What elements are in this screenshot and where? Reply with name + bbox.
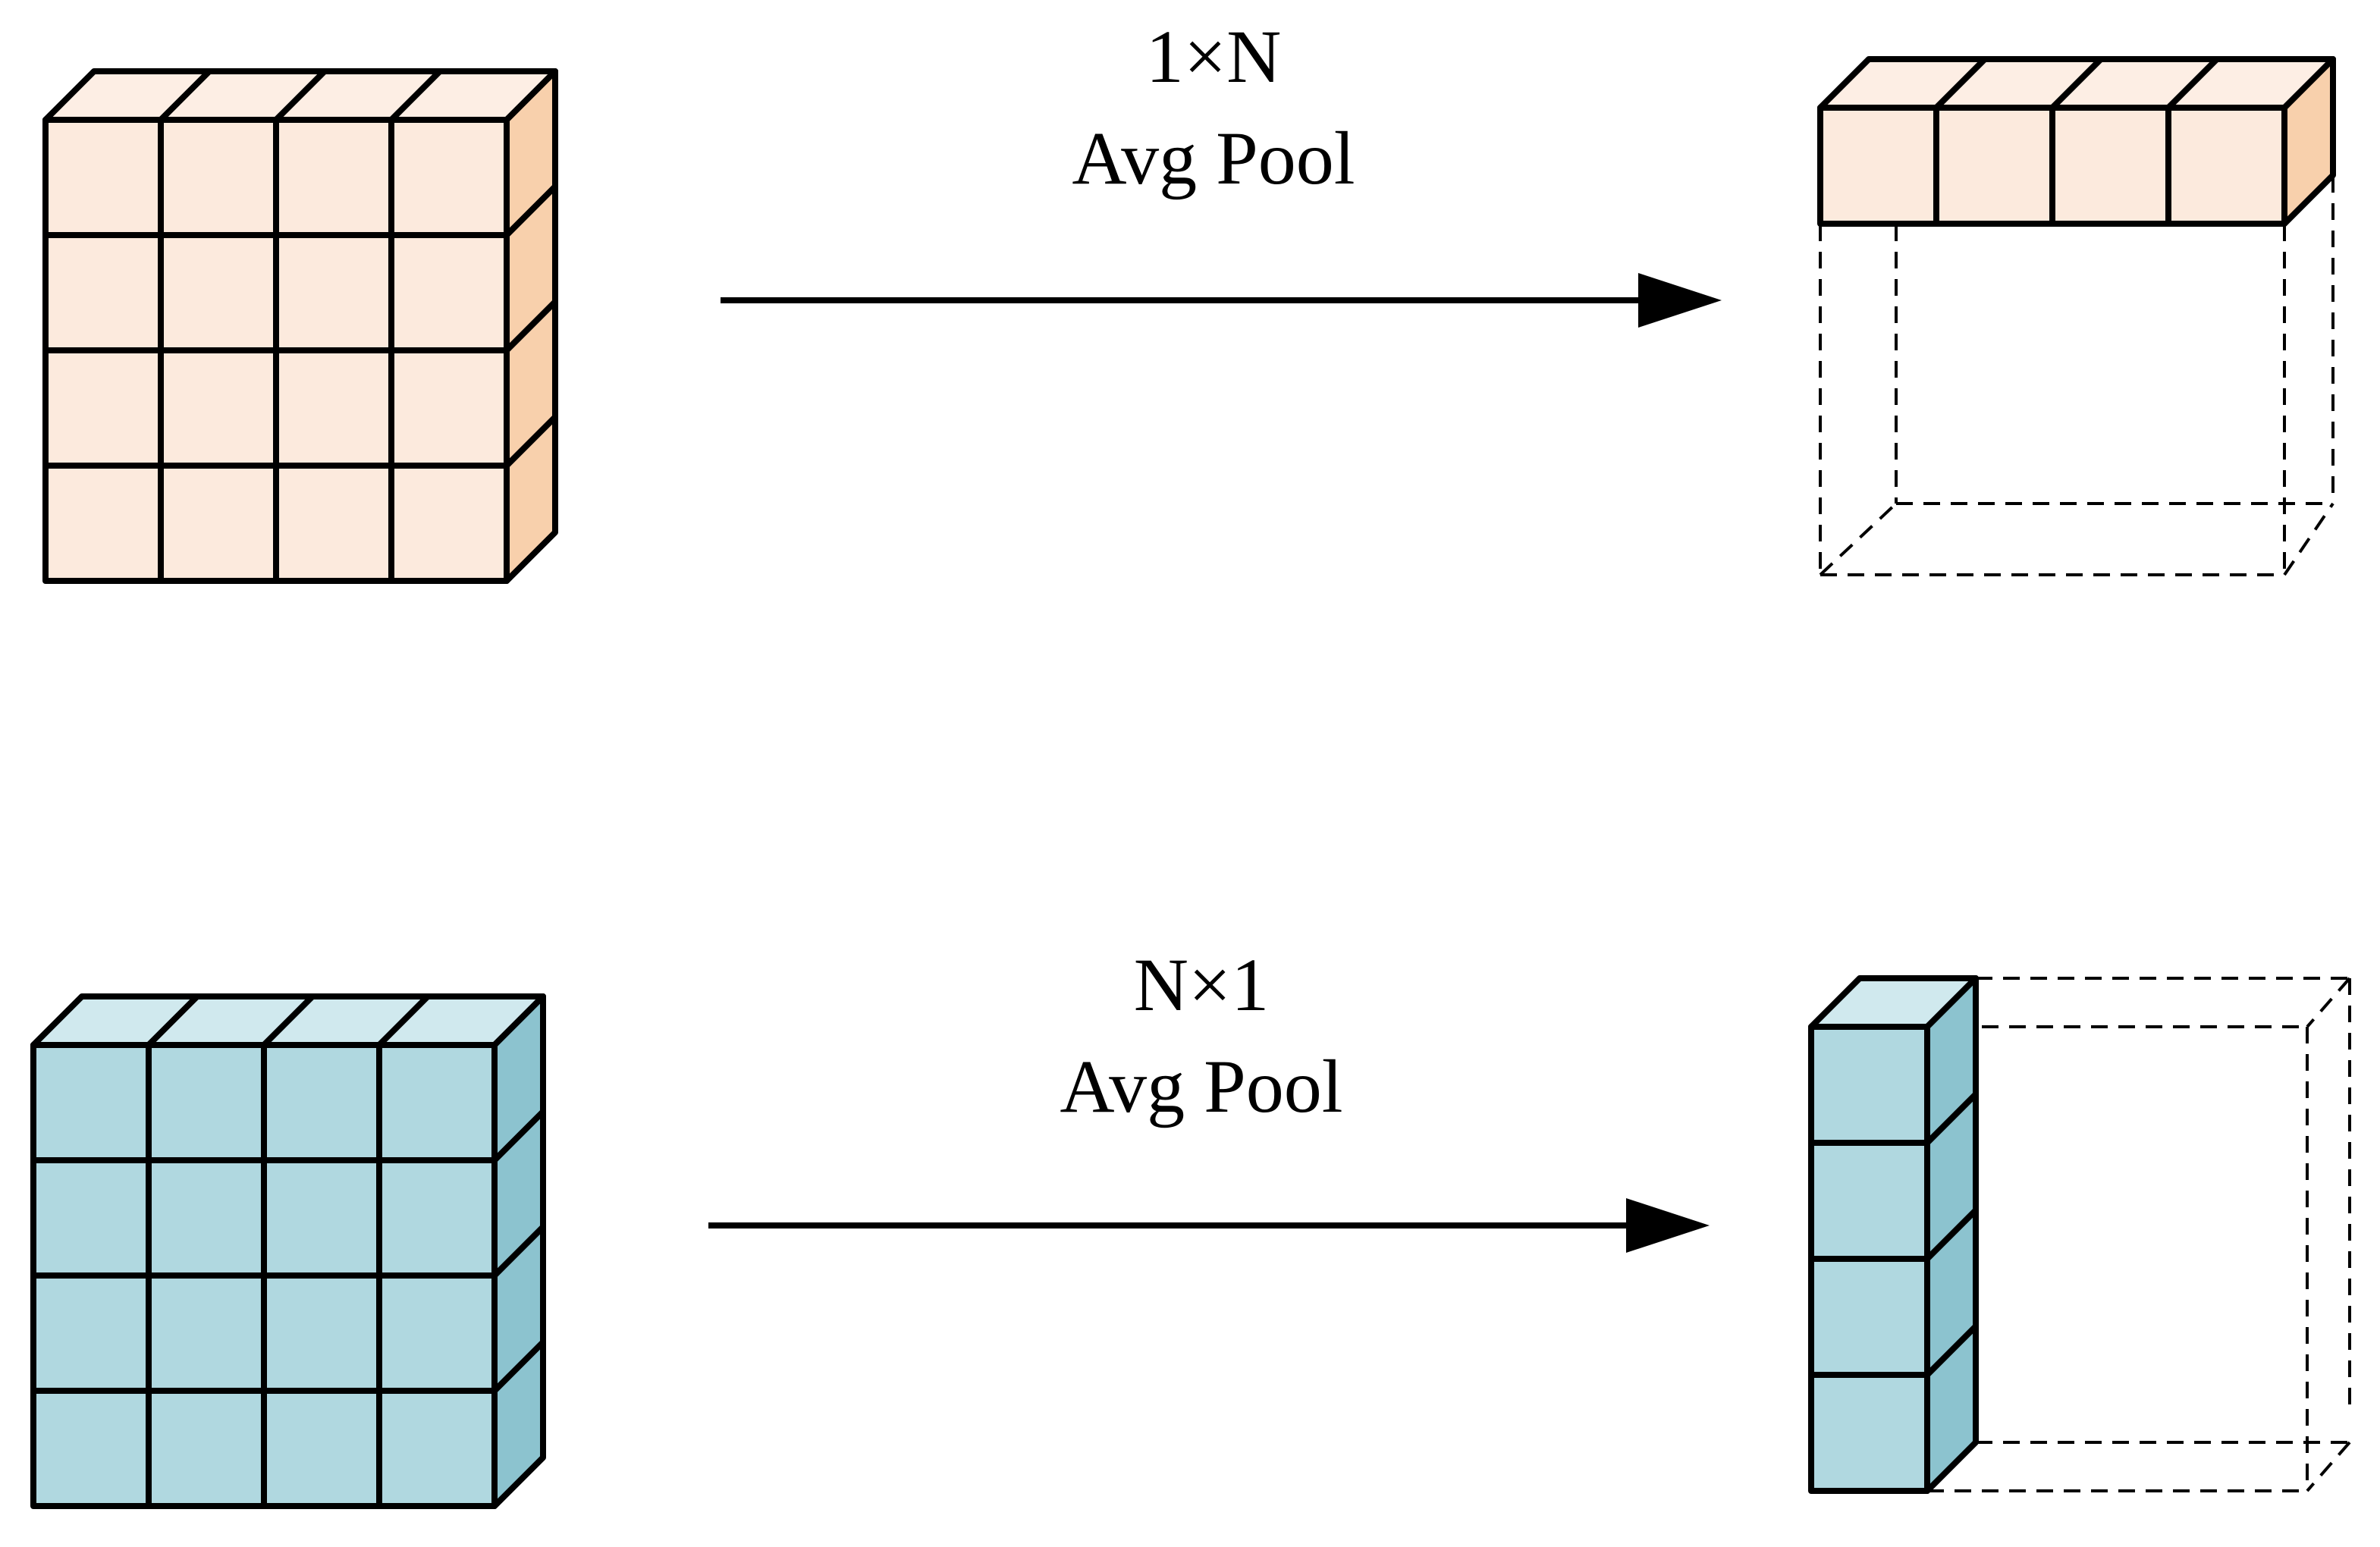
front-cell [261,1042,382,1163]
front-cell [376,1388,498,1509]
front-cell [273,463,394,584]
front-cell [1808,1372,1930,1494]
front-cell [158,347,279,469]
front-cell [1808,1024,1930,1146]
front-cell [30,1157,152,1279]
front-cell [146,1042,267,1163]
front-cell [273,347,394,469]
op-label-1xN-line2: Avg Pool [1072,116,1355,200]
arrow-Nx1 [708,1198,1710,1253]
input-block-1xN [42,68,558,584]
front-cell [261,1272,382,1394]
front-cell [158,232,279,353]
dashed-edge [1819,502,1898,576]
front-cell [388,117,510,238]
front-cell [2165,105,2287,227]
front-cell [158,117,279,238]
op-label-Nx1-line1: N×1 [1134,943,1270,1027]
front-cell [273,117,394,238]
arrow-1xN [721,273,1722,328]
dashed-edge [2306,1441,2351,1492]
front-cell [42,232,164,353]
front-cell [146,1388,267,1509]
front-cell [42,347,164,469]
dashed-edge [2283,502,2334,576]
front-cell [1808,1140,1930,1262]
front-cell [158,463,279,584]
front-cell [376,1157,498,1279]
front-cell [30,1388,152,1509]
input-block-Nx1 [30,993,546,1509]
front-cell [42,463,164,584]
op-label-Nx1-line2: Avg Pool [1060,1044,1342,1128]
front-cell [376,1272,498,1394]
front-cell [1933,105,2055,227]
dashed-edge [2306,977,2351,1028]
front-cell [388,463,510,584]
front-cell [1817,105,1939,227]
side-face [2281,56,2336,227]
front-cell [42,117,164,238]
output-vertical-strip [1808,975,2351,1494]
front-cell [146,1157,267,1279]
front-cell [261,1157,382,1279]
side-face [491,1339,546,1509]
front-cell [2049,105,2171,227]
front-cell [146,1272,267,1394]
front-cell [388,347,510,469]
front-cell [261,1388,382,1509]
output-horizontal-strip [1817,56,2336,576]
side-face [504,414,558,584]
side-face [1924,1323,1979,1494]
front-cell [1808,1256,1930,1378]
front-cell [30,1042,152,1163]
front-cell [30,1272,152,1394]
op-label-1xN-line1: 1×N [1146,14,1282,99]
front-cell [376,1042,498,1163]
front-cell [388,232,510,353]
front-cell [273,232,394,353]
